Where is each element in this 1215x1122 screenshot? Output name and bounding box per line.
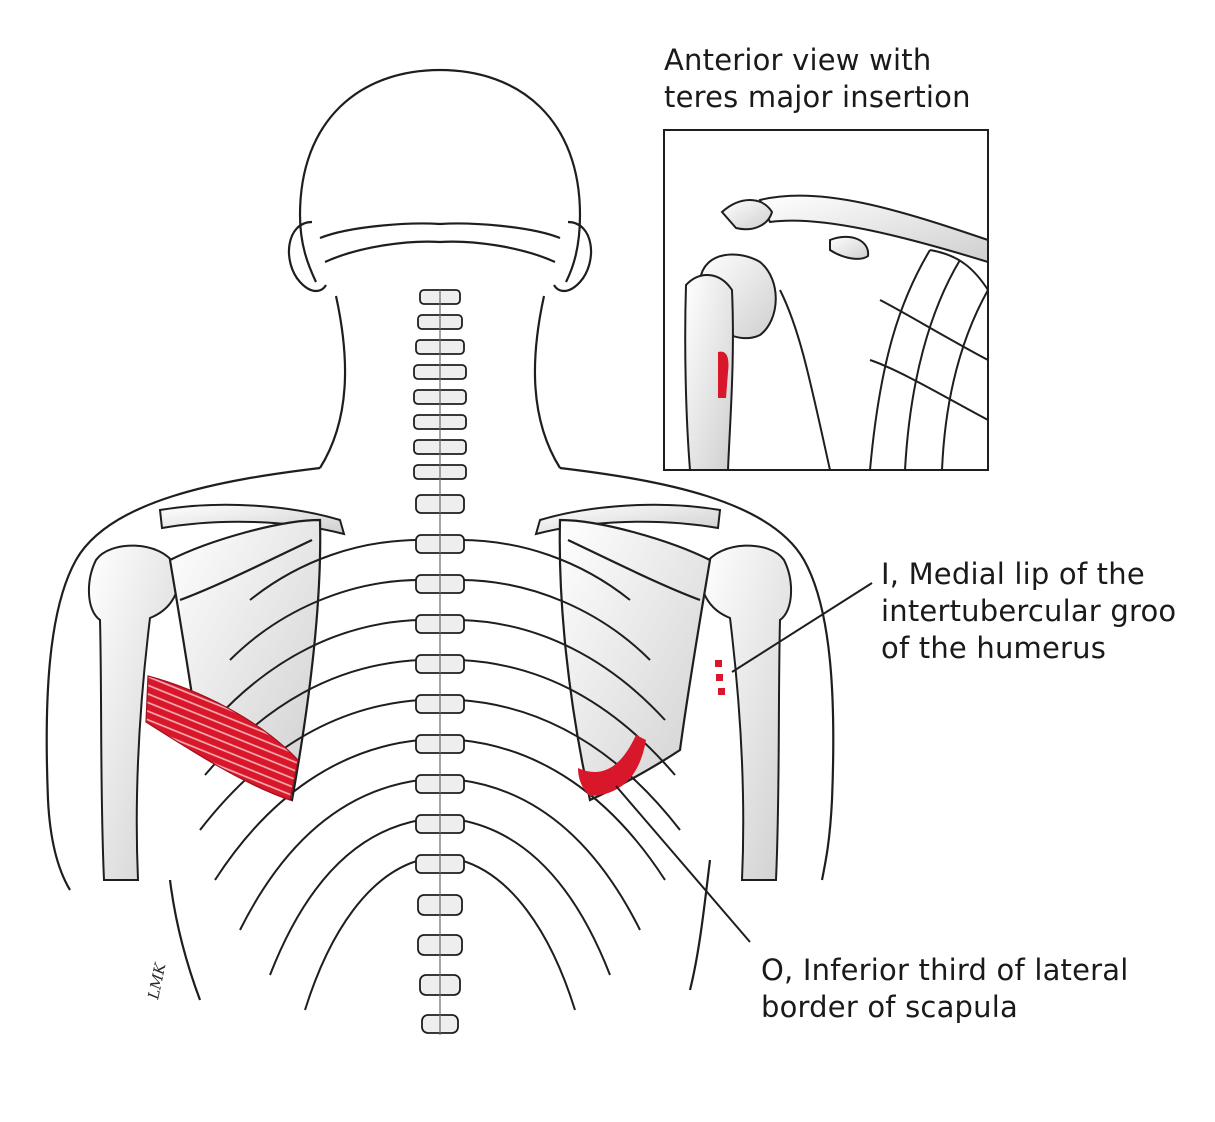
insertion-label-line-3: of the humerus — [881, 631, 1107, 665]
insertion-label: I, Medial lip of the intertubercular gro… — [881, 556, 1176, 667]
teres-major-muscle — [145, 675, 299, 801]
origin-marking — [578, 735, 646, 796]
left-ear — [287, 220, 327, 293]
inset-caption-line-1: Anterior view with — [664, 43, 932, 77]
right-humerus — [700, 544, 793, 881]
right-shoulder — [559, 466, 835, 881]
leader-lines — [615, 582, 873, 943]
humeri — [87, 544, 793, 881]
inset-insertion-marking — [718, 351, 729, 398]
artist-signature: LMK — [144, 961, 170, 1002]
neck-right — [533, 295, 561, 469]
rib-cage — [199, 539, 681, 1011]
left-shoulder — [45, 466, 321, 891]
inset-anterior-view — [663, 129, 989, 471]
teres-major-highlights — [145, 660, 725, 801]
origin-label: O, Inferior third of lateral border of s… — [761, 952, 1129, 1026]
insertion-marking — [715, 660, 725, 695]
neck-left — [319, 295, 347, 469]
clavicles — [158, 503, 722, 536]
spine — [413, 289, 467, 1035]
inset-humerus — [684, 274, 734, 471]
right-clavicle — [534, 503, 722, 536]
origin-label-line-1: O, Inferior third of lateral — [761, 953, 1129, 987]
inset-caption: Anterior view with teres major insertion — [664, 42, 971, 116]
head — [298, 68, 582, 283]
origin-label-line-2: border of scapula — [761, 990, 1018, 1024]
body-outline — [45, 68, 835, 1001]
left-clavicle — [158, 503, 346, 536]
inset-caption-line-2: teres major insertion — [664, 80, 971, 114]
insertion-leader — [731, 582, 873, 673]
origin-leader — [615, 785, 751, 943]
insertion-label-line-2: intertubercular groo — [881, 594, 1177, 628]
right-ear — [553, 220, 593, 293]
insertion-label-line-1: I, Medial lip of the — [881, 557, 1145, 591]
